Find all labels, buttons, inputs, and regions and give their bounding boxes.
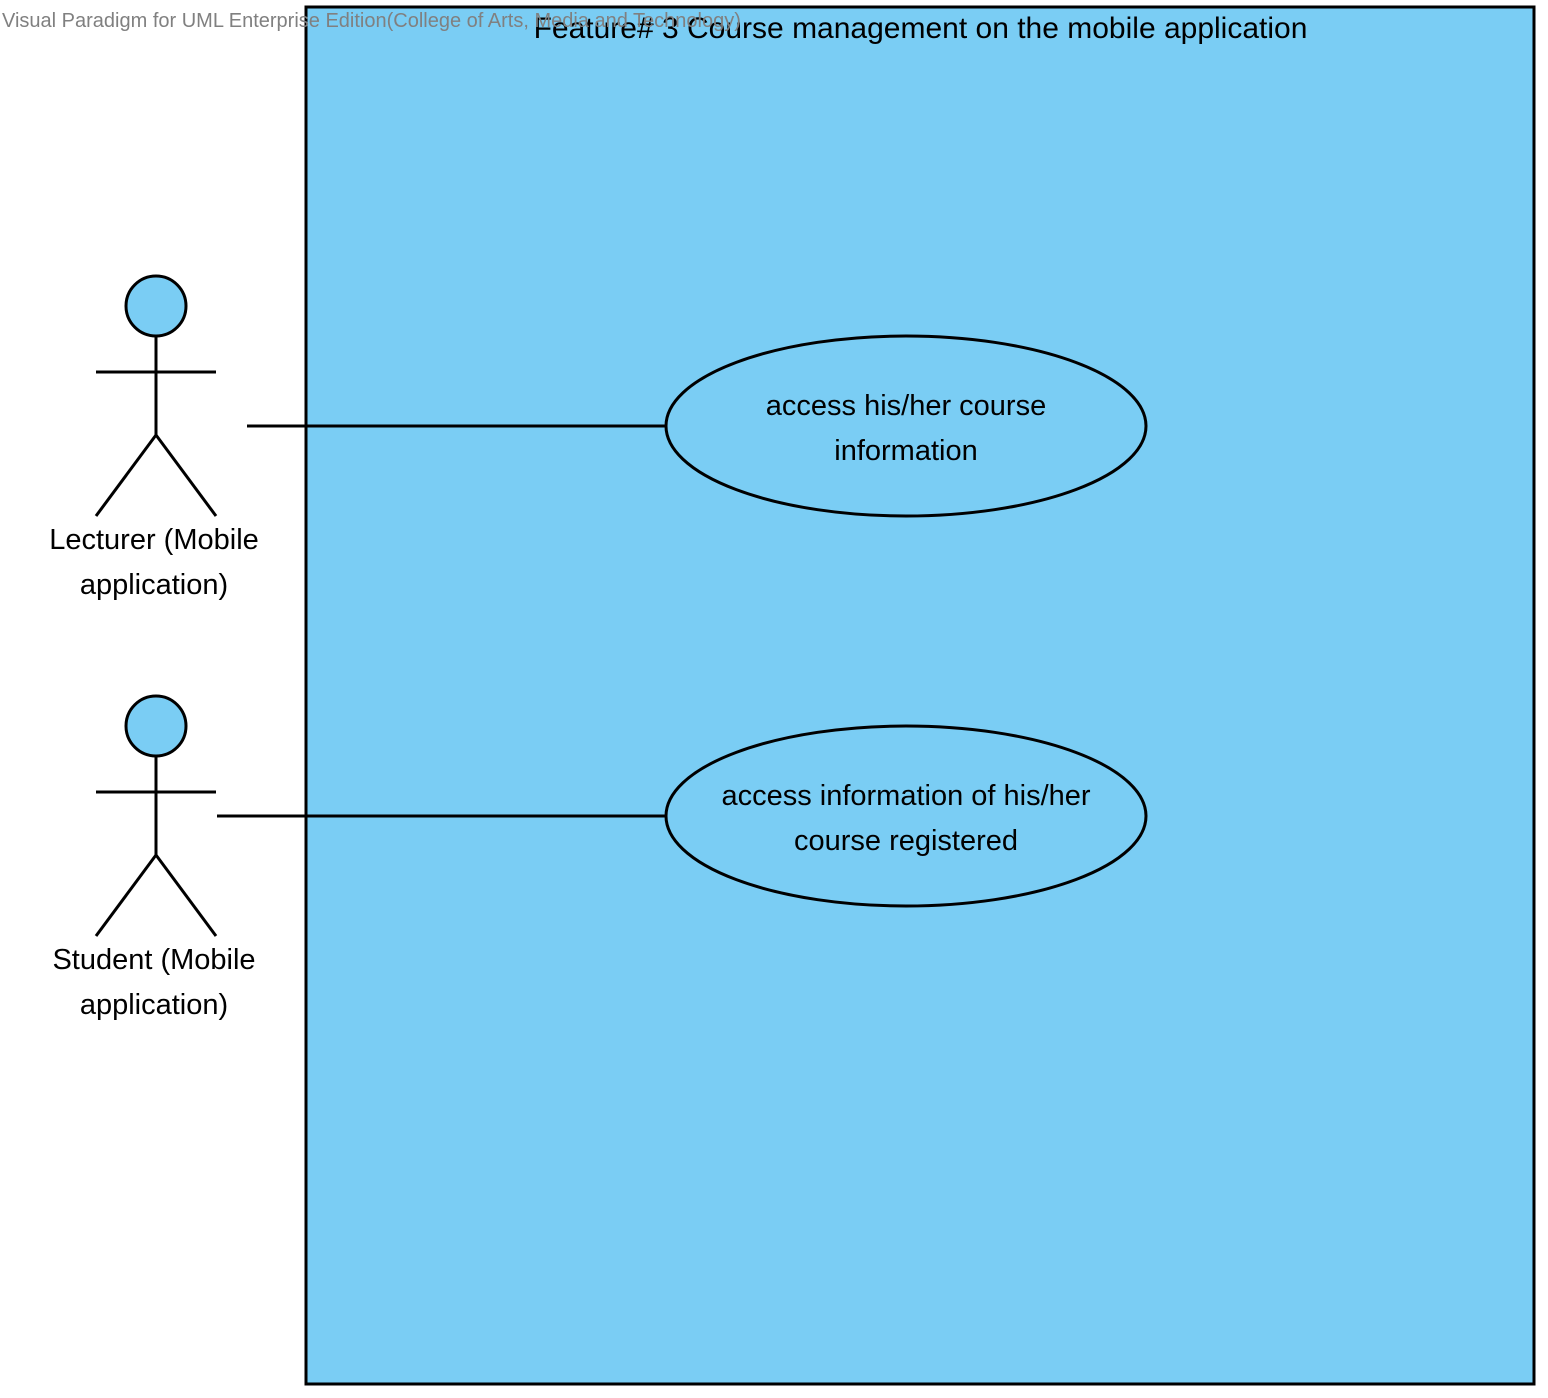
use-case-label-line: information — [834, 435, 978, 467]
actor-label-line: application) — [79, 569, 229, 601]
actor-lecturer-right-leg — [154, 434, 218, 517]
actor-student-head — [124, 694, 188, 758]
use-case-access-course-information[interactable] — [664, 334, 1148, 518]
actor-lecturer-label: Lecturer (Mobile application) — [6, 518, 302, 608]
actor-student-left-leg — [94, 854, 158, 937]
actor-lecturer-head — [124, 274, 188, 338]
actor-student-right-leg — [154, 854, 218, 937]
system-boundary[interactable] — [304, 5, 1536, 1386]
system-title: Feature# 3 Course management on the mobi… — [533, 12, 1308, 45]
actor-student-figure[interactable] — [94, 694, 218, 937]
actor-lecturer-figure[interactable] — [94, 274, 218, 517]
actor-student-label: Student (Mobile application) — [6, 938, 302, 1028]
use-case-label-course-information: access his/her course information — [666, 384, 1146, 474]
use-case-label-line: access information of his/her — [721, 780, 1091, 812]
use-case-label-registered-course: access information of his/her course reg… — [666, 774, 1146, 864]
use-case-label-line: course registered — [793, 825, 1019, 857]
actor-label-line: Student (Mobile — [52, 944, 256, 976]
actor-lecturer-left-leg — [94, 434, 158, 517]
use-case-label-line: access his/her course — [765, 390, 1047, 422]
use-case-access-registered-course-information[interactable] — [664, 724, 1148, 908]
actor-label-line: Lecturer (Mobile — [49, 524, 259, 556]
actor-label-line: application) — [79, 989, 229, 1021]
